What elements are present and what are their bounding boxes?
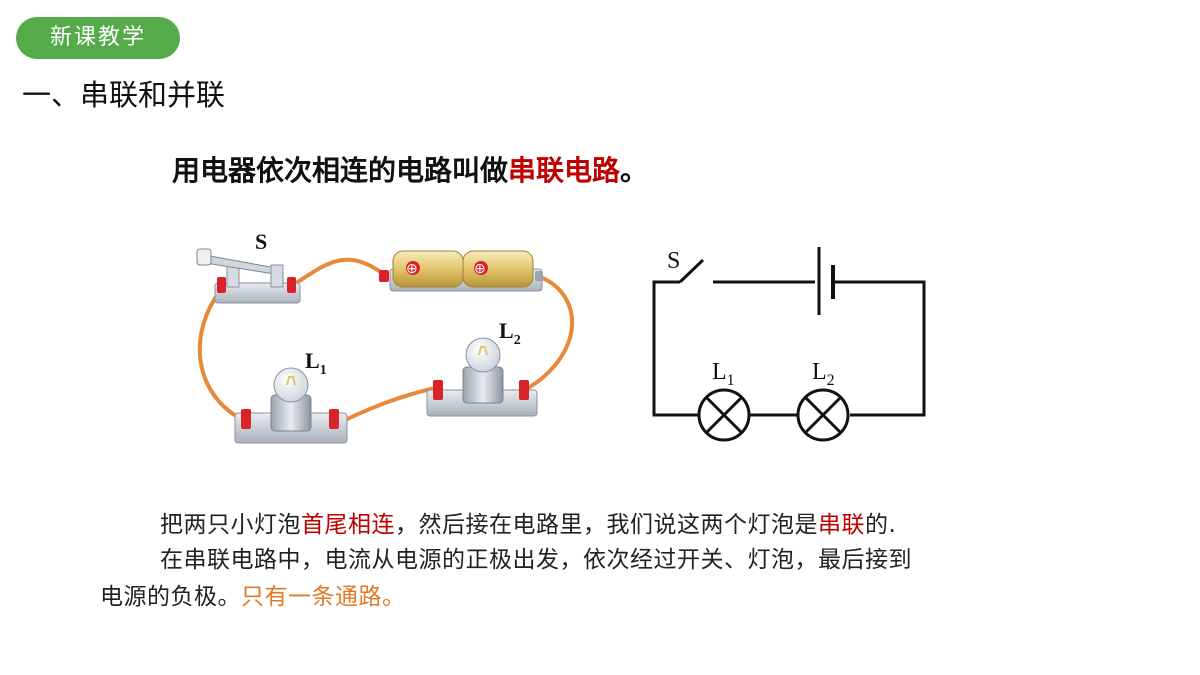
p1-text-e: 的. — [865, 512, 897, 538]
switch-label: S — [255, 229, 267, 254]
lamp1-label: L1 — [305, 348, 327, 378]
p3-text-a: 电源的负极。 — [100, 584, 241, 610]
p1-text-a: 把两只小灯泡 — [160, 512, 301, 538]
schematic-wire-right — [833, 280, 926, 417]
battery-plus-mark-1: ⊕ — [406, 262, 418, 277]
wire-switch-battery — [291, 257, 387, 287]
schematic-lamp1-label: L1 — [712, 359, 735, 389]
definition-suffix: 。 — [620, 154, 649, 187]
battery-plus-mark-2: ⊕ — [474, 262, 486, 277]
schematic-wire-left — [652, 280, 698, 417]
paragraph-3: 电源的负极。只有一条通路。 — [100, 577, 406, 611]
p3-highlight-one-path: 只有一条通路。 — [241, 584, 406, 610]
wire-lamp1-lamp2 — [333, 386, 437, 427]
switch-blade — [678, 258, 705, 284]
wire-switch-lamp1 — [197, 285, 245, 422]
paragraph-1: 把两只小灯泡首尾相连，然后接在电路里，我们说这两个灯泡是串联的. — [160, 505, 896, 539]
wire-battery-lamp2 — [523, 275, 574, 392]
p1-highlight-series: 串联 — [818, 512, 865, 538]
schematic-lamp-2 — [796, 388, 850, 442]
lamp-1 — [234, 367, 348, 444]
schematic-lamp-1 — [697, 388, 751, 442]
lamp2-label: L2 — [499, 318, 521, 348]
definition-highlight: 串联电路 — [508, 154, 621, 187]
definition-text: 用电器依次相连的电路叫做串联电路。 — [172, 149, 648, 189]
battery-holder: ⊕ ⊕ — [379, 250, 543, 292]
physical-circuit-illustration: S ⊕ ⊕ L1 L2 — [196, 229, 574, 444]
lamp-2 — [426, 337, 538, 417]
circuit-schematic: S L1 L2 — [652, 247, 926, 442]
knife-switch — [196, 248, 301, 304]
p1-highlight-head-tail: 首尾相连 — [301, 512, 395, 538]
schematic-switch-label: S — [667, 248, 680, 274]
schematic-lamp2-label: L2 — [812, 359, 835, 389]
paragraph-2: 在串联电路中，电流从电源的正极出发，依次经过开关、灯泡，最后接到 — [160, 547, 912, 573]
definition-prefix: 用电器依次相连的电路叫做 — [172, 154, 509, 187]
section-badge: 新课教学 — [16, 17, 180, 59]
section-title: 一、串联和并联 — [22, 78, 226, 112]
p1-text-c: ，然后接在电路里，我们说这两个灯泡是 — [395, 512, 818, 538]
